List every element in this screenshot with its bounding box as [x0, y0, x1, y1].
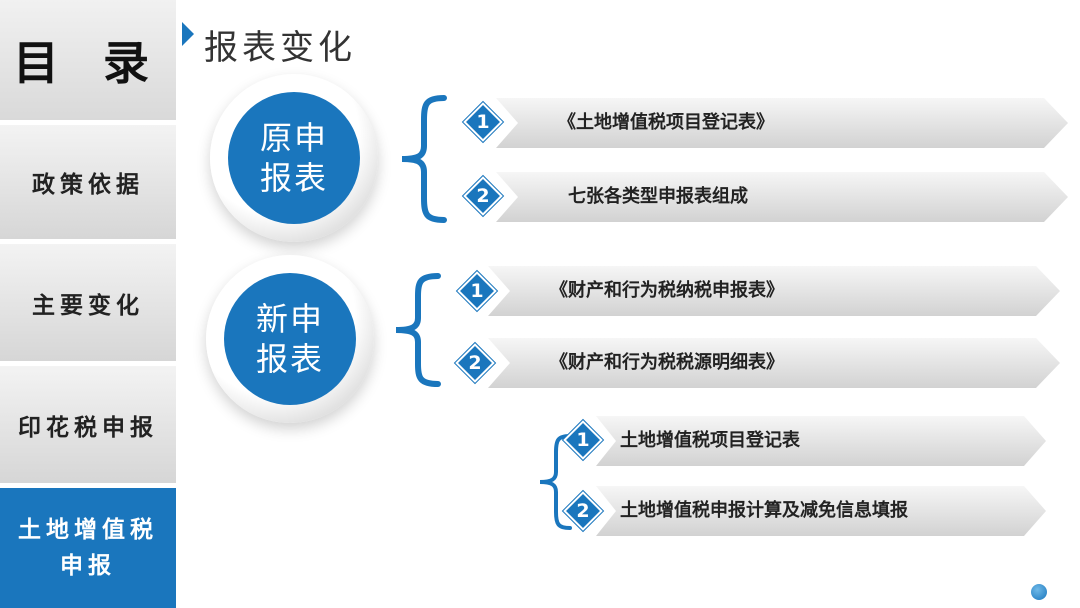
- sidebar-item-stamp-tax[interactable]: 印花税申报: [0, 366, 176, 483]
- original-item-1: 《土地增值税项目登记表》: [496, 98, 1070, 148]
- bar-shape: [496, 98, 1068, 148]
- number-badge: 1: [463, 102, 503, 142]
- decorative-dot-icon: [1031, 584, 1047, 600]
- item-label: 土地增值税项目登记表: [620, 430, 800, 451]
- bar-shape: [488, 266, 1060, 316]
- sidebar-item-label: 土地增值税 申报: [18, 512, 158, 584]
- circle-label-line2: 报表: [259, 159, 328, 197]
- new-item-1: 《财产和行为税纳税申报表》: [488, 266, 1062, 316]
- badge-number: 2: [576, 500, 590, 522]
- original-form-circle: 原申 报表: [210, 74, 378, 242]
- badge-number: 1: [476, 111, 490, 133]
- badge-number: 2: [476, 185, 490, 207]
- sidebar: 目 录 政策依据 主要变化 印花税申报 土地增值税 申报: [0, 0, 176, 608]
- badge-number: 1: [576, 429, 590, 451]
- bar-shape: [596, 416, 1046, 466]
- item-label: 《财产和行为税税源明细表》: [550, 352, 784, 373]
- sidebar-item-label: 印花税申报: [18, 413, 158, 441]
- badge-number: 1: [470, 280, 484, 302]
- sidebar-item-policy-basis[interactable]: 政策依据: [0, 125, 176, 239]
- sidebar-item-label-line1: 土地增值税: [18, 516, 158, 543]
- sidebar-item-label-line2: 申报: [60, 552, 116, 579]
- new-form-circle-inner: 新申 报表: [224, 273, 356, 405]
- item-label: 七张各类型申报表组成: [568, 186, 748, 207]
- number-badge: 2: [463, 176, 503, 216]
- sidebar-item-label: 主要变化: [32, 291, 144, 319]
- toc-header: 目 录: [0, 0, 176, 120]
- number-badge: 1: [563, 420, 603, 460]
- item-label: 《财产和行为税纳税申报表》: [550, 280, 784, 301]
- bar-shape: [488, 338, 1060, 388]
- number-badge: 1: [457, 271, 497, 311]
- circle-label-line2: 报表: [255, 340, 324, 378]
- sidebar-item-land-vat[interactable]: 土地增值税 申报: [0, 488, 176, 608]
- item-label: 土地增值税申报计算及减免信息填报: [620, 500, 908, 521]
- circle-label-line1: 新申: [255, 300, 324, 338]
- circle-label-line1: 原申: [259, 119, 328, 157]
- brace-icon: [395, 273, 441, 387]
- bar-shape: [596, 486, 1046, 536]
- item-label: 《土地增值税项目登记表》: [558, 112, 774, 133]
- title-triangle-icon: [182, 22, 194, 46]
- original-form-circle-inner: 原申 报表: [228, 92, 360, 224]
- original-item-2: 七张各类型申报表组成: [496, 172, 1070, 222]
- brace-icon: [401, 95, 447, 223]
- sub-item-2: 土地增值税申报计算及减免信息填报: [596, 486, 1048, 536]
- page-title: 报表变化: [204, 28, 356, 68]
- badge-number: 2: [468, 352, 482, 374]
- brace-icon: [539, 434, 572, 530]
- sidebar-item-label: 政策依据: [32, 171, 144, 198]
- sidebar-item-main-changes[interactable]: 主要变化: [0, 244, 176, 361]
- new-item-2: 《财产和行为税税源明细表》: [488, 338, 1062, 388]
- toc-label: 目 录: [12, 36, 163, 90]
- bar-shape: [496, 172, 1068, 222]
- sub-item-1: 土地增值税项目登记表: [596, 416, 1048, 466]
- number-badge: 2: [563, 491, 603, 531]
- new-form-circle: 新申 报表: [206, 255, 374, 423]
- number-badge: 2: [455, 343, 495, 383]
